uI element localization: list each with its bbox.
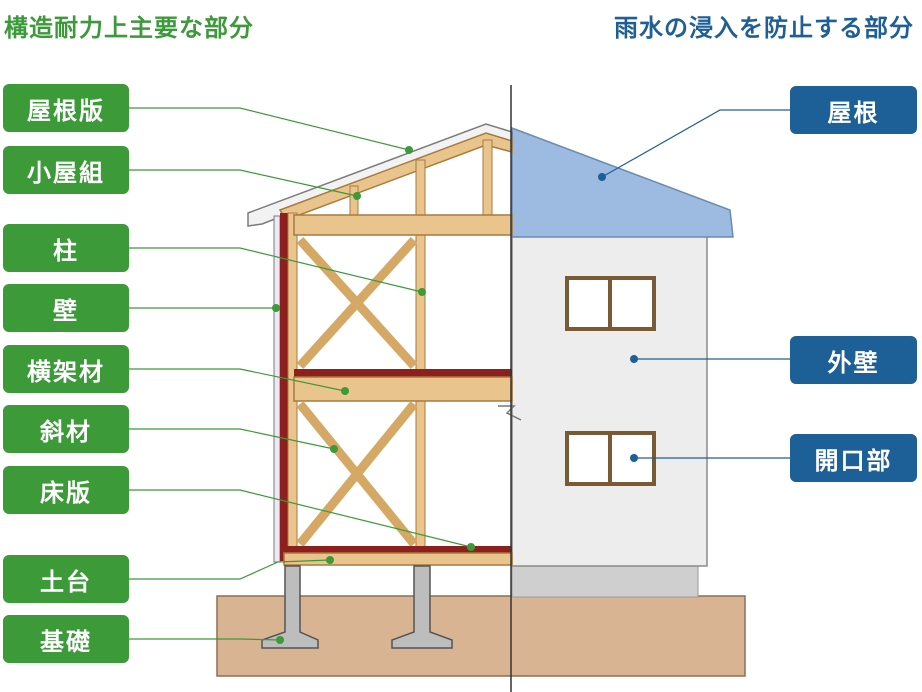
tag-roof-framing: 小屋組 [3,146,129,194]
tag-roof-slab: 屋根版 [3,84,129,132]
king-post [482,139,493,217]
roof-surface [511,126,734,238]
window-upper [565,276,656,331]
floor-joist-red [294,369,512,377]
tag-openings: 開口部 [790,434,917,482]
tag-column: 柱 [3,224,129,272]
braces-lower [296,401,418,547]
floor-slab-red [284,546,512,553]
rainwater-dots [598,173,638,462]
roof-strut [349,185,359,217]
structural-leaders [129,107,472,641]
tag-roof: 屋根 [790,86,917,134]
tag-foundation: 基礎 [3,615,129,663]
footings [261,565,453,649]
wall-stud [280,213,288,561]
tag-wall: 壁 [3,284,129,332]
braces-upper [296,236,418,370]
tag-sill: 土台 [3,555,129,603]
rafter [278,132,513,221]
floor-beam [293,376,513,402]
rainwater-leaders [601,109,790,459]
rainwater-parts-heading: 雨水の浸入を防止する部分 [614,14,914,42]
structural-parts-heading: 構造耐力上主要な部分 [4,14,254,42]
tag-exterior-wall: 外壁 [790,336,917,384]
structural-dots [272,146,475,644]
sill-beam [283,552,513,566]
tag-floor-slab: 床版 [3,466,129,514]
exterior-base [511,564,699,598]
wall-sheathing [273,215,281,563]
tie-beam [293,214,513,236]
tag-horizontal-member: 横架材 [3,345,129,393]
tag-diagonal-brace: 斜材 [3,405,129,453]
